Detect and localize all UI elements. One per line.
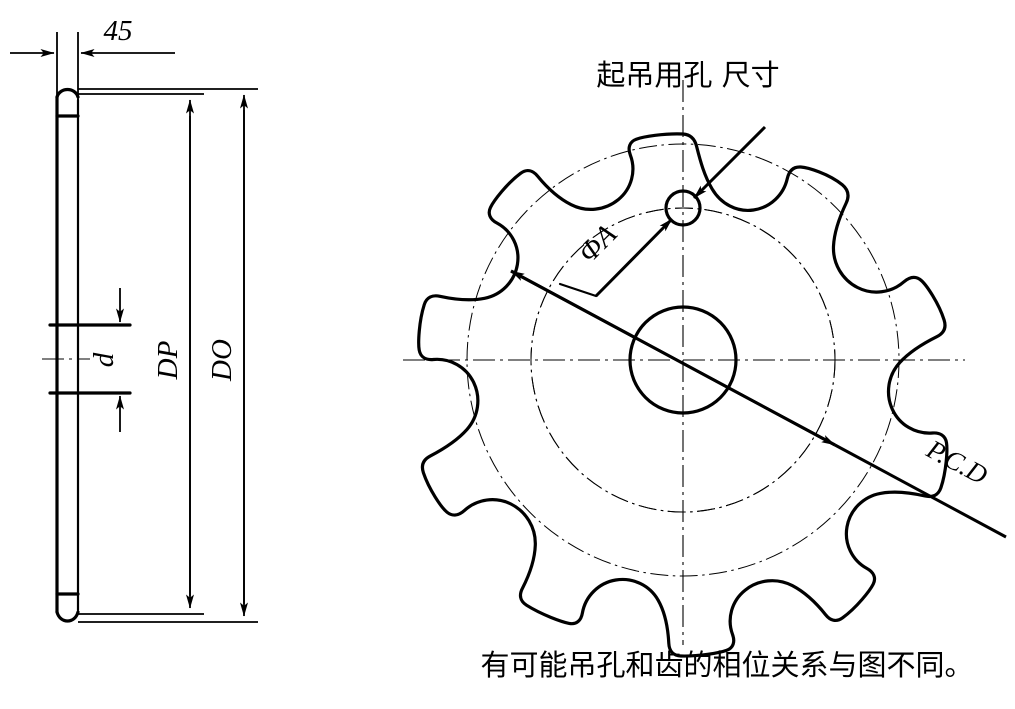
lifting-hole-bolt-circle: [530, 207, 836, 513]
do-dimension: DO: [78, 88, 258, 623]
phi-a-leader-tail: [558, 282, 598, 298]
center-bore-circle: [628, 305, 738, 415]
side-view-group: 45 d: [10, 15, 258, 623]
dimension-45-label: 45: [104, 15, 133, 47]
top-chamfer-arc: [55, 87, 80, 99]
phi-a-arrow-inner: [594, 217, 674, 298]
pcd-arrow-lower-right: [510, 269, 836, 447]
bottom-note-text: 有可能吊孔和齿的相位关系与图不同。: [480, 648, 973, 682]
bottom-chamfer-arc: [55, 610, 80, 623]
pcd-leader-extension: [834, 443, 1007, 539]
front-view-group: ΦA P.C.D: [403, 80, 1007, 658]
sprocket-outline: [417, 132, 949, 658]
side-view-body: [42, 87, 132, 623]
pcd-dimension: P.C.D: [510, 269, 1007, 539]
phi-a-dimension: ΦA: [558, 125, 767, 298]
phi-a-arrow-outer: [692, 125, 767, 200]
dimension-dp-label: DP: [152, 341, 184, 381]
phi-a-label: ΦA: [572, 218, 623, 269]
lifting-hole-circle: [664, 189, 702, 227]
width-45-dimension: 45: [10, 15, 175, 112]
dimension-do-label: DO: [206, 339, 238, 382]
title-note-text: 起吊用孔 尺寸: [596, 58, 779, 92]
outside-diameter-circle: [466, 143, 900, 577]
dimension-d-label: d: [88, 352, 120, 367]
bore-d-dimension: d: [88, 288, 124, 432]
dp-dimension: DP: [78, 93, 204, 615]
pcd-label: P.C.D: [921, 433, 993, 490]
